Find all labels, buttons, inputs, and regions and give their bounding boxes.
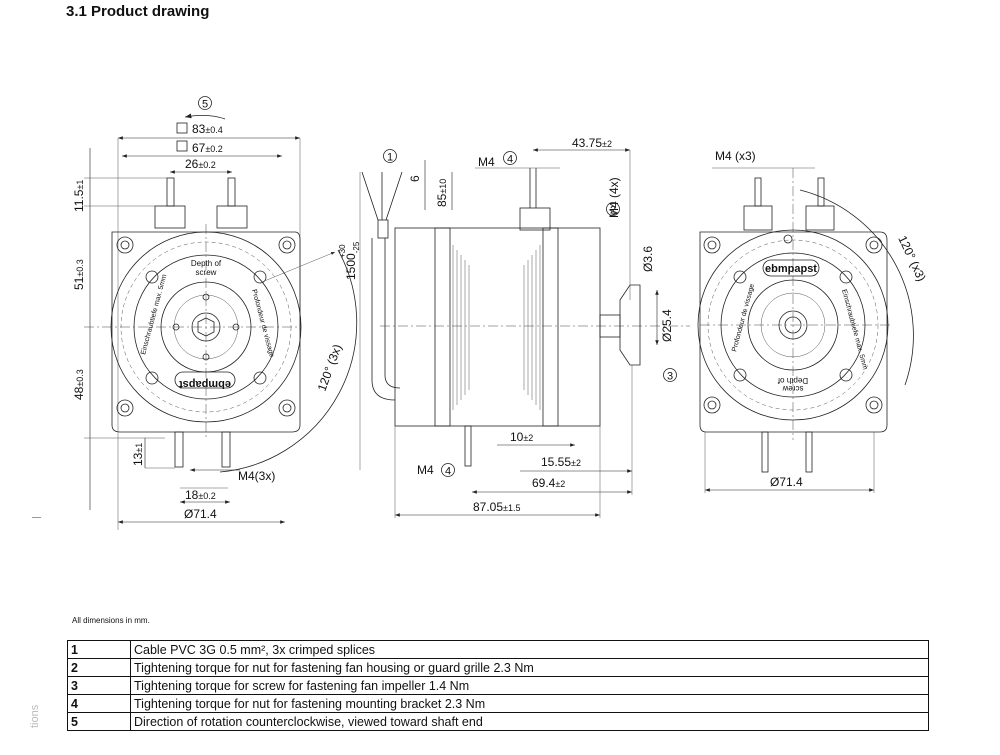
dim-strip: 6 <box>408 175 422 182</box>
dim-10: 10±2 <box>510 430 533 444</box>
legend-number: 2 <box>67 658 131 677</box>
marker-bracket-top <box>503 151 517 165</box>
front-angle-label: 120° (3x) <box>315 342 345 393</box>
face-text-profondeur: Profondeur de vissage <box>250 289 275 359</box>
dim-15: 15.55±2 <box>541 455 581 469</box>
dim-bottom-pin: 13±1 <box>131 443 145 466</box>
legend-number: 3 <box>67 676 131 695</box>
marker-bracket-bottom <box>441 463 455 477</box>
svg-text:screw: screw <box>782 384 803 393</box>
dim-lead: 85±10 <box>435 179 449 207</box>
legend-text: Tightening torque for nut for fastening … <box>130 658 929 677</box>
sidebar-label: tions <box>29 704 41 728</box>
marker-nut-housing <box>606 202 620 216</box>
svg-text:2: 2 <box>610 205 616 217</box>
dimensions-note: All dimensions in mm. <box>72 616 150 625</box>
rear-brand-logo: ebmpapst <box>765 263 817 275</box>
dim-bottom-spacing: 18±0.2 <box>185 488 216 502</box>
svg-text:+30: +30 <box>338 244 347 258</box>
brand-logo: ebmpapst <box>179 378 231 390</box>
face-text-depth: Depth of <box>191 259 222 268</box>
dim-diameter-rear: Ø71.4 <box>770 475 803 489</box>
dim-69: 69.4±2 <box>532 476 565 490</box>
legend-number: 4 <box>67 694 131 713</box>
thread-housing: M4 (4x) <box>607 177 621 218</box>
dim-shaft: Ø3.6 <box>641 246 655 272</box>
svg-text:1: 1 <box>387 152 393 164</box>
rear-thread-label: M4 (x3) <box>715 149 756 163</box>
legend-text: Tightening torque for screw for fastenin… <box>130 676 929 695</box>
thread-top: M4 <box>478 155 495 169</box>
dim-pin-spacing: 26±0.2 <box>185 157 216 171</box>
legend-text: Cable PVC 3G 0.5 mm², 3x crimped splices <box>130 640 929 659</box>
cable-length: 1500-25 <box>344 241 361 280</box>
rear-face-text-depth: Depth of <box>777 376 808 385</box>
rear-view: M4 (x3) ebmpapst Depth of screw Profonde… <box>697 149 929 493</box>
svg-text:5: 5 <box>202 99 208 111</box>
rear-angle-label: 120° (x3) <box>895 233 928 283</box>
svg-text:screw: screw <box>196 268 217 277</box>
marker-cable <box>383 149 397 163</box>
svg-text:4: 4 <box>445 466 451 478</box>
rear-face-text-profondeur: Profondeur de vissage <box>731 283 756 353</box>
legend-number: 5 <box>67 712 131 731</box>
side-view: 1 6 85±10 3 M4 4 43.75±2 <box>359 136 690 518</box>
front-view: 5 83±0.4 67±0.2 26±0.2 11.5±1 51±0.3 48±… <box>72 96 361 530</box>
dim-diameter-front: Ø71.4 <box>184 507 217 521</box>
dim-87: 87.05±1.5 <box>473 500 520 514</box>
dim-upper: 51±0.3 <box>72 259 86 290</box>
sidebar-divider <box>32 517 41 518</box>
svg-text:3: 3 <box>667 371 673 383</box>
rotation-direction-marker: 5 <box>184 96 226 120</box>
legend-number: 1 <box>67 640 131 659</box>
dim-hub: Ø25.4 <box>660 309 674 342</box>
dim-pin-height: 11.5±1 <box>72 180 86 212</box>
dim-square-outer: 83±0.4 <box>192 122 223 136</box>
legend-text: Tightening torque for nut for fastening … <box>130 694 929 713</box>
dim-43: 43.75±2 <box>572 136 612 150</box>
front-thread-label: M4(3x) <box>238 469 275 483</box>
svg-text:4: 4 <box>507 154 513 166</box>
rear-face-text-einschraub: Einschraubtiefe max. 5mm <box>840 289 868 371</box>
product-drawing: 5 83±0.4 67±0.2 26±0.2 11.5±1 51±0.3 48±… <box>72 96 929 530</box>
page-title: 3.1 Product drawing <box>66 3 210 20</box>
marker-impeller <box>663 368 677 382</box>
dim-square-inner: 67±0.2 <box>192 141 223 155</box>
dim-lower: 48±0.3 <box>72 369 86 400</box>
legend-text: Direction of rotation counterclockwise, … <box>130 712 929 731</box>
thread-bottom: M4 <box>417 463 434 477</box>
